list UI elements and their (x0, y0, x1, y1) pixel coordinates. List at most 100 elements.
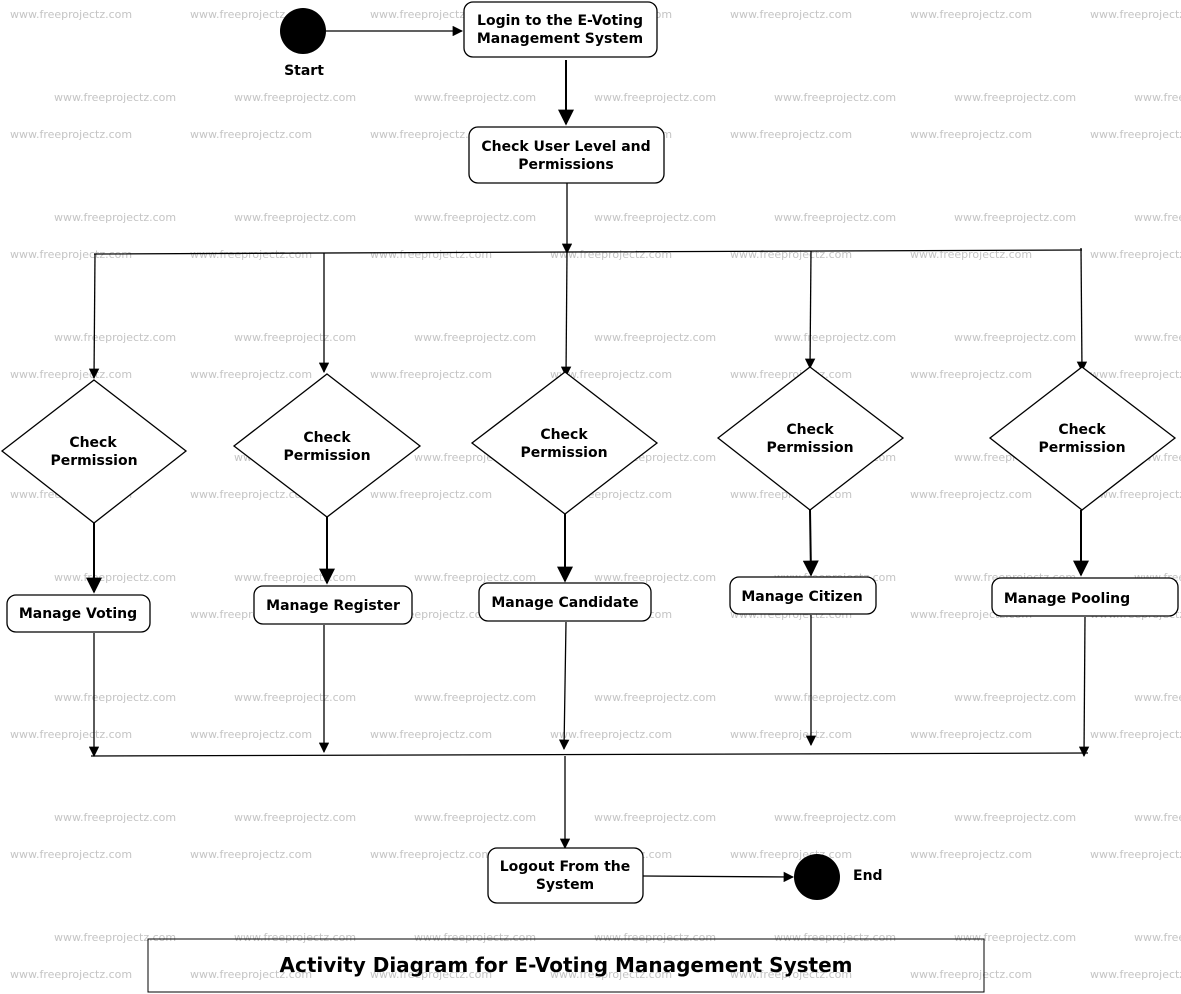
end-label: End (853, 868, 883, 884)
edge-check-4-to-citizen (802, 509, 819, 577)
watermark-text-76: www.freeprojectz.com (1134, 211, 1181, 224)
watermark-text-112: www.freeprojectz.com (54, 931, 176, 944)
diagram-title-box: Activity Diagram for E-Voting Management… (147, 938, 985, 993)
manage-voting-label: Manage Voting (19, 606, 137, 622)
watermark-text-1: www.freeprojectz.com (190, 8, 312, 21)
watermark-text-18: www.freeprojectz.com (730, 248, 852, 261)
logout-activity: Logout From the System (487, 847, 644, 904)
watermark-text-59: www.freeprojectz.com (550, 968, 672, 981)
manage-citizen-activity: Manage Citizen (729, 576, 877, 615)
watermark-text-104: www.freeprojectz.com (1134, 691, 1181, 704)
watermark-text-83: www.freeprojectz.com (1134, 331, 1181, 344)
watermark-text-65: www.freeprojectz.com (414, 91, 536, 104)
diagram-title: Activity Diagram for E-Voting Management… (280, 953, 853, 977)
watermark-text-44: www.freeprojectz.com (370, 728, 492, 741)
manage-pooling-label: Manage Pooling (1004, 591, 1130, 607)
watermark-text-29: www.freeprojectz.com (190, 488, 312, 501)
watermark-text-42: www.freeprojectz.com (10, 728, 132, 741)
watermark-text-69: www.freeprojectz.com (1134, 91, 1181, 104)
manage-candidate-activity: Manage Candidate (478, 582, 652, 622)
watermark-text-77: www.freeprojectz.com (54, 331, 176, 344)
watermark-text-4: www.freeprojectz.com (730, 8, 852, 21)
end-node (794, 854, 840, 900)
check-permission-2-line-2: Permission (283, 448, 370, 464)
watermark-text-113: www.freeprojectz.com (234, 931, 356, 944)
watermark-text-6: www.freeprojectz.com (1090, 8, 1181, 21)
watermark-text-2: www.freeprojectz.com (370, 8, 492, 21)
watermark-text-25: www.freeprojectz.com (730, 368, 852, 381)
watermark-text-73: www.freeprojectz.com (594, 211, 716, 224)
login-activity: Login to the E-Voting Management System (463, 1, 658, 58)
watermark-text-61: www.freeprojectz.com (910, 968, 1032, 981)
watermark-text-103: www.freeprojectz.com (954, 691, 1076, 704)
watermark-text-81: www.freeprojectz.com (774, 331, 896, 344)
check-permission-decision-2: Check Permission (232, 373, 422, 518)
watermark-text-94: www.freeprojectz.com (594, 571, 716, 584)
watermark-text-111: www.freeprojectz.com (1134, 811, 1181, 824)
watermark-text-19: www.freeprojectz.com (910, 248, 1032, 261)
check-permission-5-line-2: Permission (1038, 440, 1125, 456)
watermark-text-66: www.freeprojectz.com (594, 91, 716, 104)
watermark-text-45: www.freeprojectz.com (550, 728, 672, 741)
watermark-text-12: www.freeprojectz.com (910, 128, 1032, 141)
watermark-text-58: www.freeprojectz.com (370, 968, 492, 981)
watermark-text-33: www.freeprojectz.com (910, 488, 1032, 501)
check-permission-1-line-2: Permission (50, 453, 137, 469)
watermark-text-118: www.freeprojectz.com (1134, 931, 1181, 944)
manage-candidate-label: Manage Candidate (491, 595, 638, 611)
watermark-text-9: www.freeprojectz.com (370, 128, 492, 141)
join-bar (90, 752, 1089, 757)
start-label: Start (284, 63, 324, 79)
start-node (280, 8, 326, 54)
watermark-text-98: www.freeprojectz.com (54, 691, 176, 704)
watermark-text-109: www.freeprojectz.com (774, 811, 896, 824)
watermark-text-21: www.freeprojectz.com (10, 368, 132, 381)
edge-pooling-to-join (1078, 616, 1090, 758)
watermark-text-100: www.freeprojectz.com (414, 691, 536, 704)
watermark-text-48: www.freeprojectz.com (1090, 728, 1181, 741)
watermark-text-27: www.freeprojectz.com (1090, 368, 1181, 381)
check-permission-3-line-2: Permission (520, 445, 607, 461)
watermark-text-117: www.freeprojectz.com (954, 931, 1076, 944)
watermark-text-110: www.freeprojectz.com (954, 811, 1076, 824)
manage-citizen-label: Manage Citizen (741, 589, 862, 605)
check-user-level-line-1: Check User Level and (481, 139, 650, 155)
watermark-text-107: www.freeprojectz.com (414, 811, 536, 824)
edge-candidate-to-join (558, 621, 570, 751)
watermark-text-55: www.freeprojectz.com (1090, 848, 1181, 861)
watermark-text-93: www.freeprojectz.com (414, 571, 536, 584)
fork-bar (93, 249, 1083, 255)
watermark-text-74: www.freeprojectz.com (774, 211, 896, 224)
watermark-text-68: www.freeprojectz.com (954, 91, 1076, 104)
watermark-text-16: www.freeprojectz.com (370, 248, 492, 261)
watermark-text-108: www.freeprojectz.com (594, 811, 716, 824)
logout-line-1: Logout From the (500, 859, 631, 875)
watermark-text-43: www.freeprojectz.com (190, 728, 312, 741)
watermark-text-17: www.freeprojectz.com (550, 248, 672, 261)
check-permission-decision-1: Check Permission (0, 379, 188, 524)
login-activity-line-1: Login to the E-Voting (477, 13, 643, 29)
manage-pooling-activity: Manage Pooling (991, 577, 1179, 617)
check-permission-2-line-1: Check (303, 430, 351, 446)
watermark-text-15: www.freeprojectz.com (190, 248, 312, 261)
watermark-text-115: www.freeprojectz.com (594, 931, 716, 944)
check-permission-decision-3: Check Permission (470, 371, 659, 515)
watermark-text-72: www.freeprojectz.com (414, 211, 536, 224)
watermark-text-53: www.freeprojectz.com (730, 848, 852, 861)
check-permission-5-line-1: Check (1058, 422, 1106, 438)
watermark-text-78: www.freeprojectz.com (234, 331, 356, 344)
login-activity-line-2: Management System (477, 31, 643, 47)
watermark-text-46: www.freeprojectz.com (730, 728, 852, 741)
check-user-level-line-2: Permissions (518, 157, 613, 173)
edges (86, 25, 1090, 883)
watermark-text-114: www.freeprojectz.com (414, 931, 536, 944)
check-user-level-activity: Check User Level and Permissions (468, 126, 665, 184)
edge-fork-to-check-1 (88, 253, 100, 380)
watermark-text-92: www.freeprojectz.com (234, 571, 356, 584)
watermark-text-79: www.freeprojectz.com (414, 331, 536, 344)
watermark-text-14: www.freeprojectz.com (10, 248, 132, 261)
watermark-text-56: www.freeprojectz.com (10, 968, 132, 981)
watermark-text-105: www.freeprojectz.com (54, 811, 176, 824)
edge-logout-to-end (642, 871, 795, 883)
watermark-text-11: www.freeprojectz.com (730, 128, 852, 141)
